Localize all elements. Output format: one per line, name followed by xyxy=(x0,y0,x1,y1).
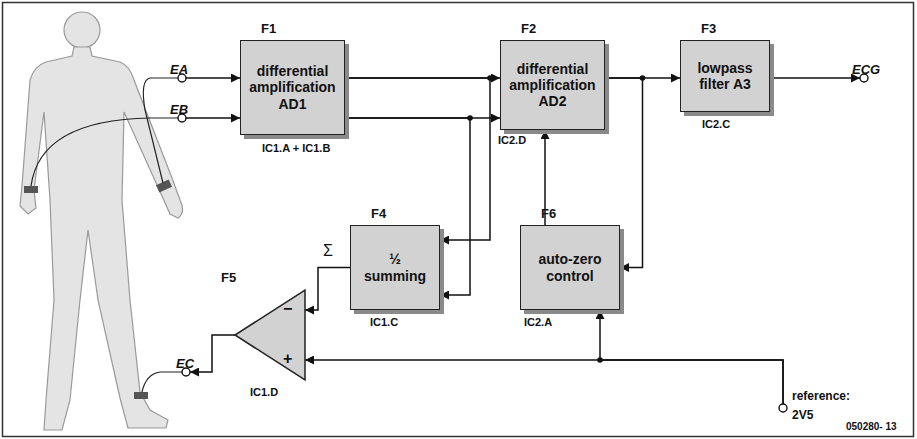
block-number: F5 xyxy=(221,270,236,285)
block-text: ½ xyxy=(389,251,401,267)
signal-wire xyxy=(345,78,490,240)
block-text: lowpass filter A3 xyxy=(686,60,764,92)
signal-wire xyxy=(186,77,240,79)
sum-symbol: Σ xyxy=(323,242,333,260)
human-figure xyxy=(20,12,183,430)
opamp-symbol: F5−+ xyxy=(235,290,305,380)
function-block: F3lowpass filter A3 xyxy=(680,40,770,112)
terminal-name: EC xyxy=(176,356,194,371)
junction-dot xyxy=(487,75,493,81)
terminal-name: ECG xyxy=(852,62,880,77)
figure-body xyxy=(20,47,183,430)
block-text: differential amplification AD2 xyxy=(506,61,599,109)
opamp-triangle xyxy=(235,290,305,380)
signal-wire xyxy=(305,268,350,311)
block-text: summing xyxy=(364,268,426,284)
block-number: F4 xyxy=(371,206,386,221)
ic-designator: IC2.C xyxy=(702,118,730,130)
terminal-name: EA xyxy=(170,62,188,77)
ic-designator: IC1.D xyxy=(250,386,278,398)
block-text: auto-zero control xyxy=(526,251,614,283)
wrist-electrode xyxy=(156,179,172,192)
figure-number: 050280- 13 xyxy=(846,421,897,432)
signal-wire xyxy=(186,117,240,119)
block-number: F2 xyxy=(521,21,536,36)
function-block: F1differential amplification AD1 xyxy=(240,40,345,135)
junction-dot xyxy=(467,115,473,121)
ic-designator: IC1.A + IC1.B xyxy=(262,142,330,154)
signal-wire xyxy=(770,77,860,79)
function-block: F4½summing xyxy=(350,225,440,310)
signal-wire xyxy=(305,360,783,404)
terminal-label: EA xyxy=(170,60,188,78)
terminal-name: EB xyxy=(170,102,188,117)
function-block: F6auto-zero control xyxy=(520,225,620,310)
ic-designator: IC1.C xyxy=(370,316,398,328)
function-block: F2differential amplification AD2 xyxy=(500,40,605,130)
input-sign: − xyxy=(283,301,292,317)
opamp-outline xyxy=(235,290,305,380)
signal-wire xyxy=(190,335,235,372)
block-number: F1 xyxy=(261,21,276,36)
frame xyxy=(3,3,914,437)
terminal-circle xyxy=(779,404,787,412)
terminal-label: ECG xyxy=(852,60,880,78)
terminal-label: EB xyxy=(170,100,188,118)
terminal-name: reference: 2V5 xyxy=(792,389,850,422)
electrode-lead xyxy=(143,78,178,183)
ic-designator: IC2.A xyxy=(524,316,552,328)
input-sign: + xyxy=(283,351,292,367)
wrist-electrode xyxy=(24,186,38,193)
figure-head xyxy=(64,12,100,48)
block-number: F6 xyxy=(541,206,556,221)
junction-dot xyxy=(597,357,603,363)
block-text: differential amplification AD1 xyxy=(246,63,339,111)
signal-wire xyxy=(600,310,783,404)
ic-designator: IC2.D xyxy=(498,134,526,146)
ankle-electrode xyxy=(134,392,148,399)
junction-dot xyxy=(640,75,646,81)
terminal-label: reference: 2V5 xyxy=(792,386,864,423)
terminal-label: EC xyxy=(176,354,194,372)
electrode-lead xyxy=(31,118,178,186)
electrode-lead xyxy=(142,372,182,392)
block-number: F3 xyxy=(701,21,716,36)
